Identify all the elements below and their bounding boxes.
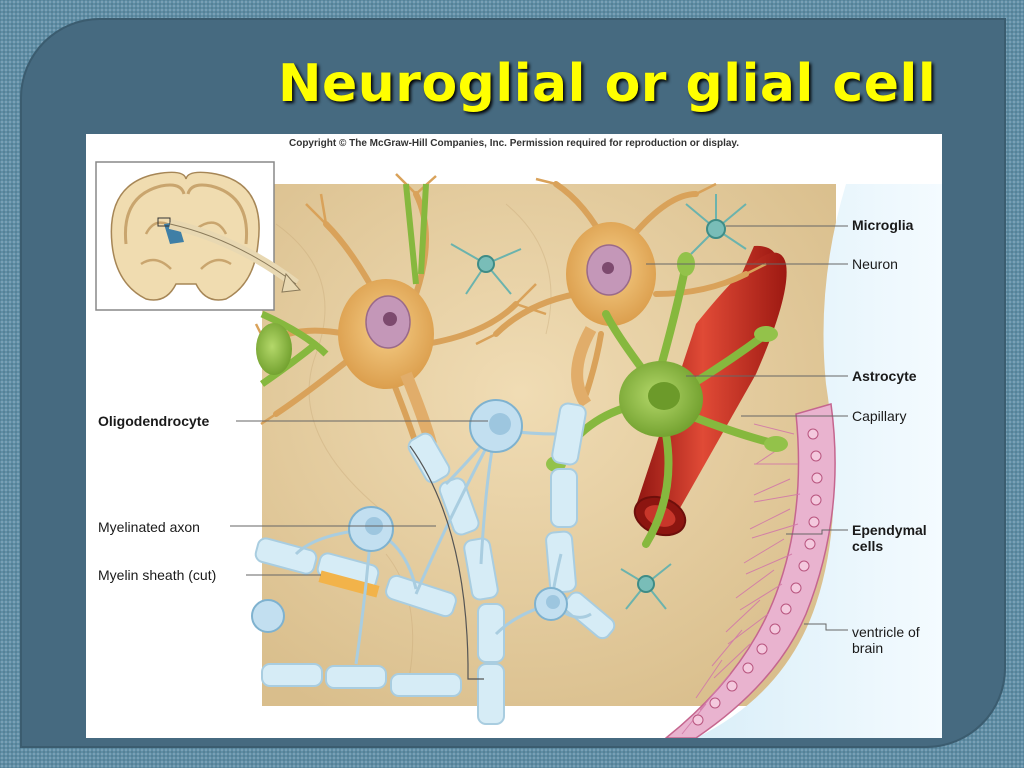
glial-cell-figure: Copyright © The McGraw-Hill Companies, I… bbox=[86, 134, 942, 738]
label-oligodendrocyte: Oligodendrocyte bbox=[98, 413, 210, 429]
label-astrocyte: Astrocyte bbox=[852, 368, 917, 384]
label-microglia: Microglia bbox=[852, 217, 914, 233]
neuron-right bbox=[475, 177, 767, 408]
ventricle bbox=[696, 184, 942, 738]
label-leader-lines bbox=[230, 225, 848, 631]
ependymal-layer bbox=[664, 403, 836, 738]
label-capillary: Capillary bbox=[852, 408, 907, 424]
astrocyte bbox=[256, 183, 788, 548]
microglia-cells bbox=[450, 194, 747, 610]
label-myelinated-axon: Myelinated axon bbox=[98, 519, 200, 535]
brain-inset bbox=[95, 161, 302, 311]
myelinated-axon-bracket bbox=[409, 445, 484, 680]
label-ventricle-line1: ventricle of bbox=[852, 624, 920, 640]
copyright-notice: Copyright © The McGraw-Hill Companies, I… bbox=[288, 138, 740, 149]
label-ependymal-cells-line1: Ependymal bbox=[852, 522, 927, 538]
myelinated-axons bbox=[251, 399, 616, 725]
label-ventricle-line2: brain bbox=[852, 640, 884, 656]
glial-illustration bbox=[95, 161, 942, 738]
slide-title: Neuroglial or glial cell bbox=[278, 54, 937, 114]
label-ependymal-cells-line2: cells bbox=[852, 538, 884, 554]
label-myelin-sheath-cut: Myelin sheath (cut) bbox=[98, 567, 217, 583]
label-neuron: Neuron bbox=[852, 256, 898, 272]
